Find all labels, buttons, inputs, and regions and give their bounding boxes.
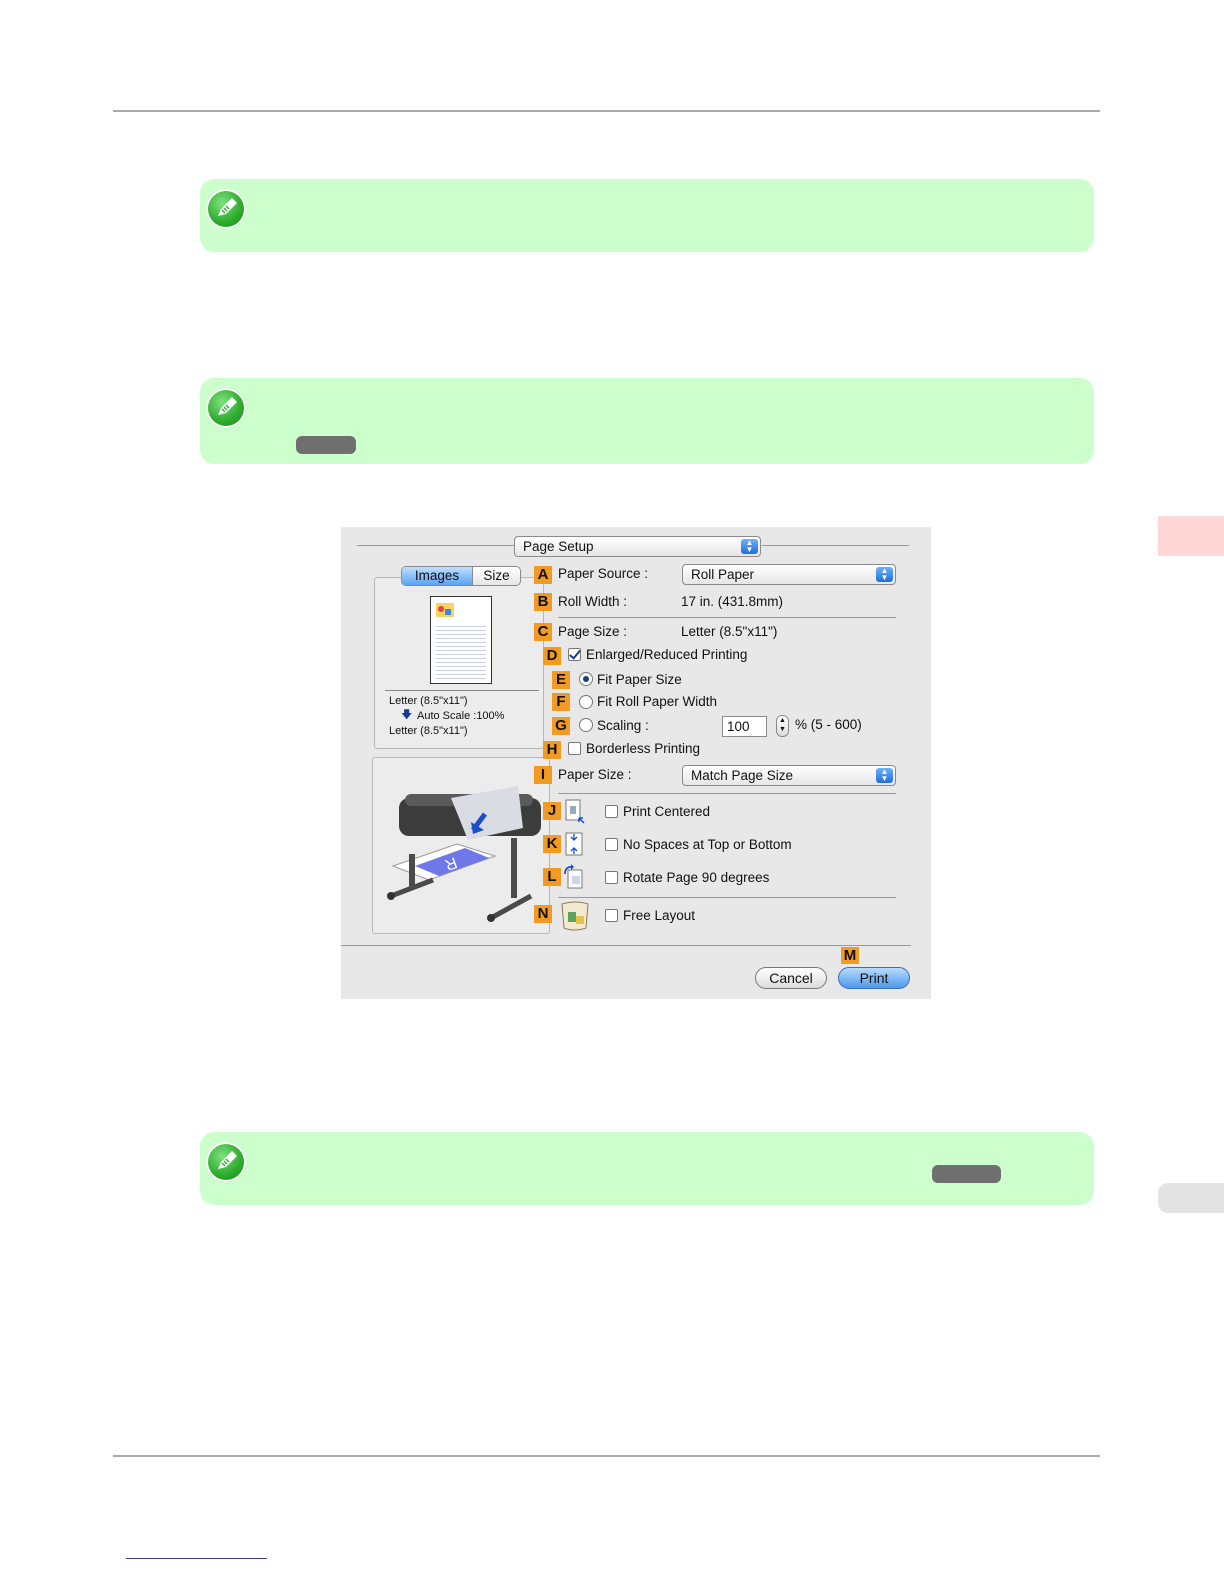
badge-c: C xyxy=(534,623,552,641)
no-spaces-label: No Spaces at Top or Bottom xyxy=(623,837,792,852)
page-size-value: Letter (8.5"x11") xyxy=(681,624,778,639)
badge-k: K xyxy=(543,835,561,853)
section-separator-3 xyxy=(558,897,896,898)
enlarged-reduced-label: Enlarged/Reduced Printing xyxy=(586,647,748,662)
scaling-range: % (5 - 600) xyxy=(795,717,862,732)
paper-source-label: Paper Source : xyxy=(558,566,649,581)
page-setup-popup[interactable]: Page Setup ▲▼ xyxy=(514,536,761,557)
note-pencil-icon xyxy=(206,388,246,428)
rotate-page-icon xyxy=(564,864,583,889)
badge-e: E xyxy=(552,671,570,689)
section-separator-2 xyxy=(558,793,896,794)
reference-link-button[interactable] xyxy=(296,436,356,454)
badge-d: D xyxy=(543,647,561,665)
footer-separator xyxy=(341,945,911,946)
scaling-label: Scaling : xyxy=(597,718,649,733)
fit-paper-size-label: Fit Paper Size xyxy=(597,672,682,687)
print-centered-icon xyxy=(565,799,585,824)
page-size-label: Page Size : xyxy=(558,624,628,639)
rotate-page-checkbox[interactable] xyxy=(605,871,618,884)
page-preview-thumbnail xyxy=(430,596,492,684)
footer-rule xyxy=(113,1455,1100,1457)
preview-image-icon xyxy=(436,603,454,617)
preview-source-size: Letter (8.5"x11") xyxy=(389,695,468,707)
chapter-tab-active[interactable] xyxy=(1158,516,1224,556)
print-centered-label: Print Centered xyxy=(623,804,711,819)
preview-separator xyxy=(385,690,539,691)
popup-arrows-icon: ▲▼ xyxy=(741,539,758,554)
tab-images[interactable]: Images xyxy=(402,567,472,585)
paper-source-popup[interactable]: Roll Paper ▲▼ xyxy=(682,564,896,585)
scaling-radio[interactable] xyxy=(579,718,593,732)
preview-output-size: Letter (8.5"x11") xyxy=(389,725,468,737)
title-separator-left xyxy=(357,545,515,546)
scaling-stepper[interactable]: ▲▼ xyxy=(776,715,789,737)
scaling-input[interactable]: 100 xyxy=(722,716,767,737)
print-button[interactable]: Print xyxy=(838,967,910,989)
svg-text:R: R xyxy=(442,853,459,873)
title-separator-right xyxy=(762,545,909,546)
chapter-tab-index[interactable] xyxy=(1158,1183,1224,1213)
fit-roll-width-label: Fit Roll Paper Width xyxy=(597,694,718,709)
preview-panel: Letter (8.5"x11") 🡇 Auto Scale :100% Let… xyxy=(374,577,544,749)
note-box-2 xyxy=(200,378,1094,464)
no-spaces-checkbox[interactable] xyxy=(605,838,618,851)
preview-text-lines xyxy=(436,623,486,679)
note-box-3 xyxy=(200,1132,1094,1205)
badge-l: L xyxy=(543,868,561,886)
badge-g: G xyxy=(552,717,570,735)
section-separator-1 xyxy=(558,617,896,618)
reference-link-button[interactable] xyxy=(932,1165,1001,1183)
printer-panel: R xyxy=(372,757,550,934)
arrow-down-icon: 🡇 xyxy=(401,709,413,721)
fit-paper-size-radio[interactable] xyxy=(579,672,593,686)
large-format-printer-icon: R xyxy=(387,786,541,922)
badge-n: N xyxy=(534,905,552,923)
note-box-1 xyxy=(200,179,1094,252)
free-layout-label: Free Layout xyxy=(623,908,696,923)
header-rule xyxy=(113,110,1100,112)
footer-link-underline[interactable] xyxy=(126,1558,267,1559)
badge-m: M xyxy=(841,947,859,964)
popup-arrows-icon: ▲▼ xyxy=(876,768,893,783)
fit-roll-width-radio[interactable] xyxy=(579,695,593,709)
note-pencil-icon xyxy=(206,189,246,229)
print-centered-checkbox[interactable] xyxy=(605,805,618,818)
badge-a: A xyxy=(534,566,552,584)
popup-arrows-icon: ▲▼ xyxy=(876,567,893,582)
preview-tabs: Images Size xyxy=(401,566,521,586)
roll-width-label: Roll Width : xyxy=(558,594,628,609)
borderless-label: Borderless Printing xyxy=(586,741,701,756)
page-setup-popup-label: Page Setup xyxy=(523,539,594,554)
no-spaces-icon xyxy=(565,832,583,856)
page-setup-dialog: Page Setup ▲▼ Letter (8.5"x11") 🡇 Auto S… xyxy=(341,527,931,999)
tab-size[interactable]: Size xyxy=(472,567,520,585)
paper-size-label: Paper Size : xyxy=(558,767,632,782)
enlarged-reduced-checkbox[interactable] xyxy=(568,648,581,661)
paper-size-value: Match Page Size xyxy=(691,768,794,783)
badge-f: F xyxy=(552,693,570,711)
badge-i: I xyxy=(534,766,552,784)
free-layout-icon xyxy=(561,901,589,931)
free-layout-checkbox[interactable] xyxy=(605,909,618,922)
badge-h: H xyxy=(543,741,561,759)
badge-b: B xyxy=(534,593,552,611)
paper-size-popup[interactable]: Match Page Size ▲▼ xyxy=(682,765,896,786)
badge-j: J xyxy=(543,802,561,820)
paper-source-value: Roll Paper xyxy=(691,567,755,582)
roll-width-value: 17 in. (431.8mm) xyxy=(681,594,784,609)
borderless-checkbox[interactable] xyxy=(568,742,581,755)
rotate-page-label: Rotate Page 90 degrees xyxy=(623,870,770,885)
cancel-button[interactable]: Cancel xyxy=(755,967,827,989)
preview-auto-scale: Auto Scale :100% xyxy=(417,710,505,722)
note-pencil-icon xyxy=(206,1142,246,1182)
